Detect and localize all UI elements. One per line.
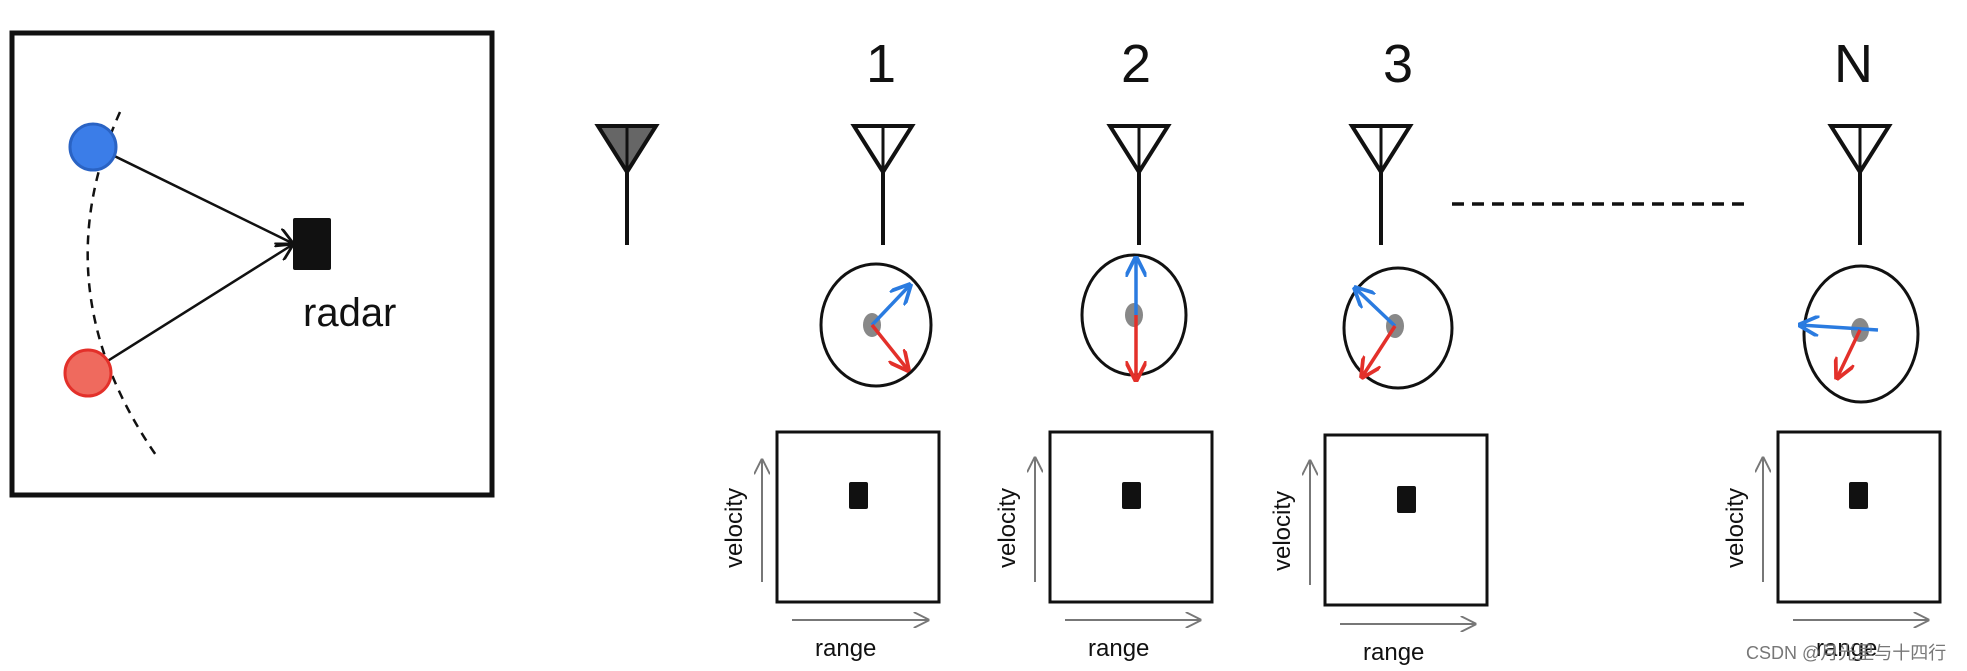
channel-2: 2 velocity range — [994, 34, 1214, 662]
x-axis-label: range — [1363, 639, 1424, 666]
receive-antenna-icon — [1106, 124, 1172, 245]
y-axis-label: velocity — [1269, 491, 1296, 571]
red-arrow — [1362, 325, 1397, 377]
range-velocity-plot: velocity range — [721, 430, 941, 662]
y-axis-label: velocity — [994, 488, 1021, 568]
range-velocity-plot: velocity range — [1722, 430, 1942, 662]
range-velocity-plot: velocity range — [1269, 433, 1489, 666]
antenna-number: 3 — [1383, 34, 1413, 94]
blue-to-radar-line — [95, 145, 292, 243]
red-to-radar-line — [89, 245, 292, 374]
detection-marker — [1122, 482, 1141, 509]
red-arrow — [1837, 329, 1862, 378]
receive-antenna-icon — [1348, 124, 1414, 245]
receive-antenna-icon — [1827, 124, 1893, 245]
receive-antenna-icon — [850, 124, 916, 245]
detection-marker — [849, 482, 868, 509]
channel-n: N velocity range — [1722, 34, 1942, 662]
red-target — [63, 348, 113, 398]
blue-arrow — [1355, 288, 1397, 328]
angle-circle — [1800, 264, 1920, 404]
transmit-antenna-icon — [594, 124, 660, 245]
detection-marker — [1849, 482, 1868, 509]
blue-arrow — [870, 285, 910, 327]
y-axis-label: velocity — [1722, 488, 1749, 568]
watermark: CSDN @月光里与十四行 — [1746, 643, 1946, 663]
angle-circle — [819, 262, 933, 388]
angle-circle — [1342, 266, 1454, 390]
detection-marker — [1397, 486, 1416, 513]
x-axis-label: range — [1088, 635, 1149, 662]
center-dot — [1125, 303, 1143, 327]
scene-panel: radar — [9, 30, 495, 498]
antenna-number: N — [1834, 34, 1873, 94]
red-arrow — [870, 323, 908, 370]
blue-arrow — [1800, 325, 1879, 330]
channel-1: 1 velocity range — [721, 34, 941, 662]
radar-label: radar — [303, 291, 396, 335]
antenna-number: 1 — [866, 34, 896, 94]
blue-target — [68, 122, 118, 172]
range-velocity-plot: velocity range — [994, 430, 1214, 662]
x-axis-label: range — [1816, 635, 1877, 662]
channel-3: 3 velocity range — [1269, 34, 1489, 666]
angle-circle — [1080, 253, 1188, 380]
antenna-number: 2 — [1121, 34, 1151, 94]
radar-icon — [293, 218, 331, 270]
x-axis-label: range — [815, 635, 876, 662]
y-axis-label: velocity — [721, 488, 748, 568]
